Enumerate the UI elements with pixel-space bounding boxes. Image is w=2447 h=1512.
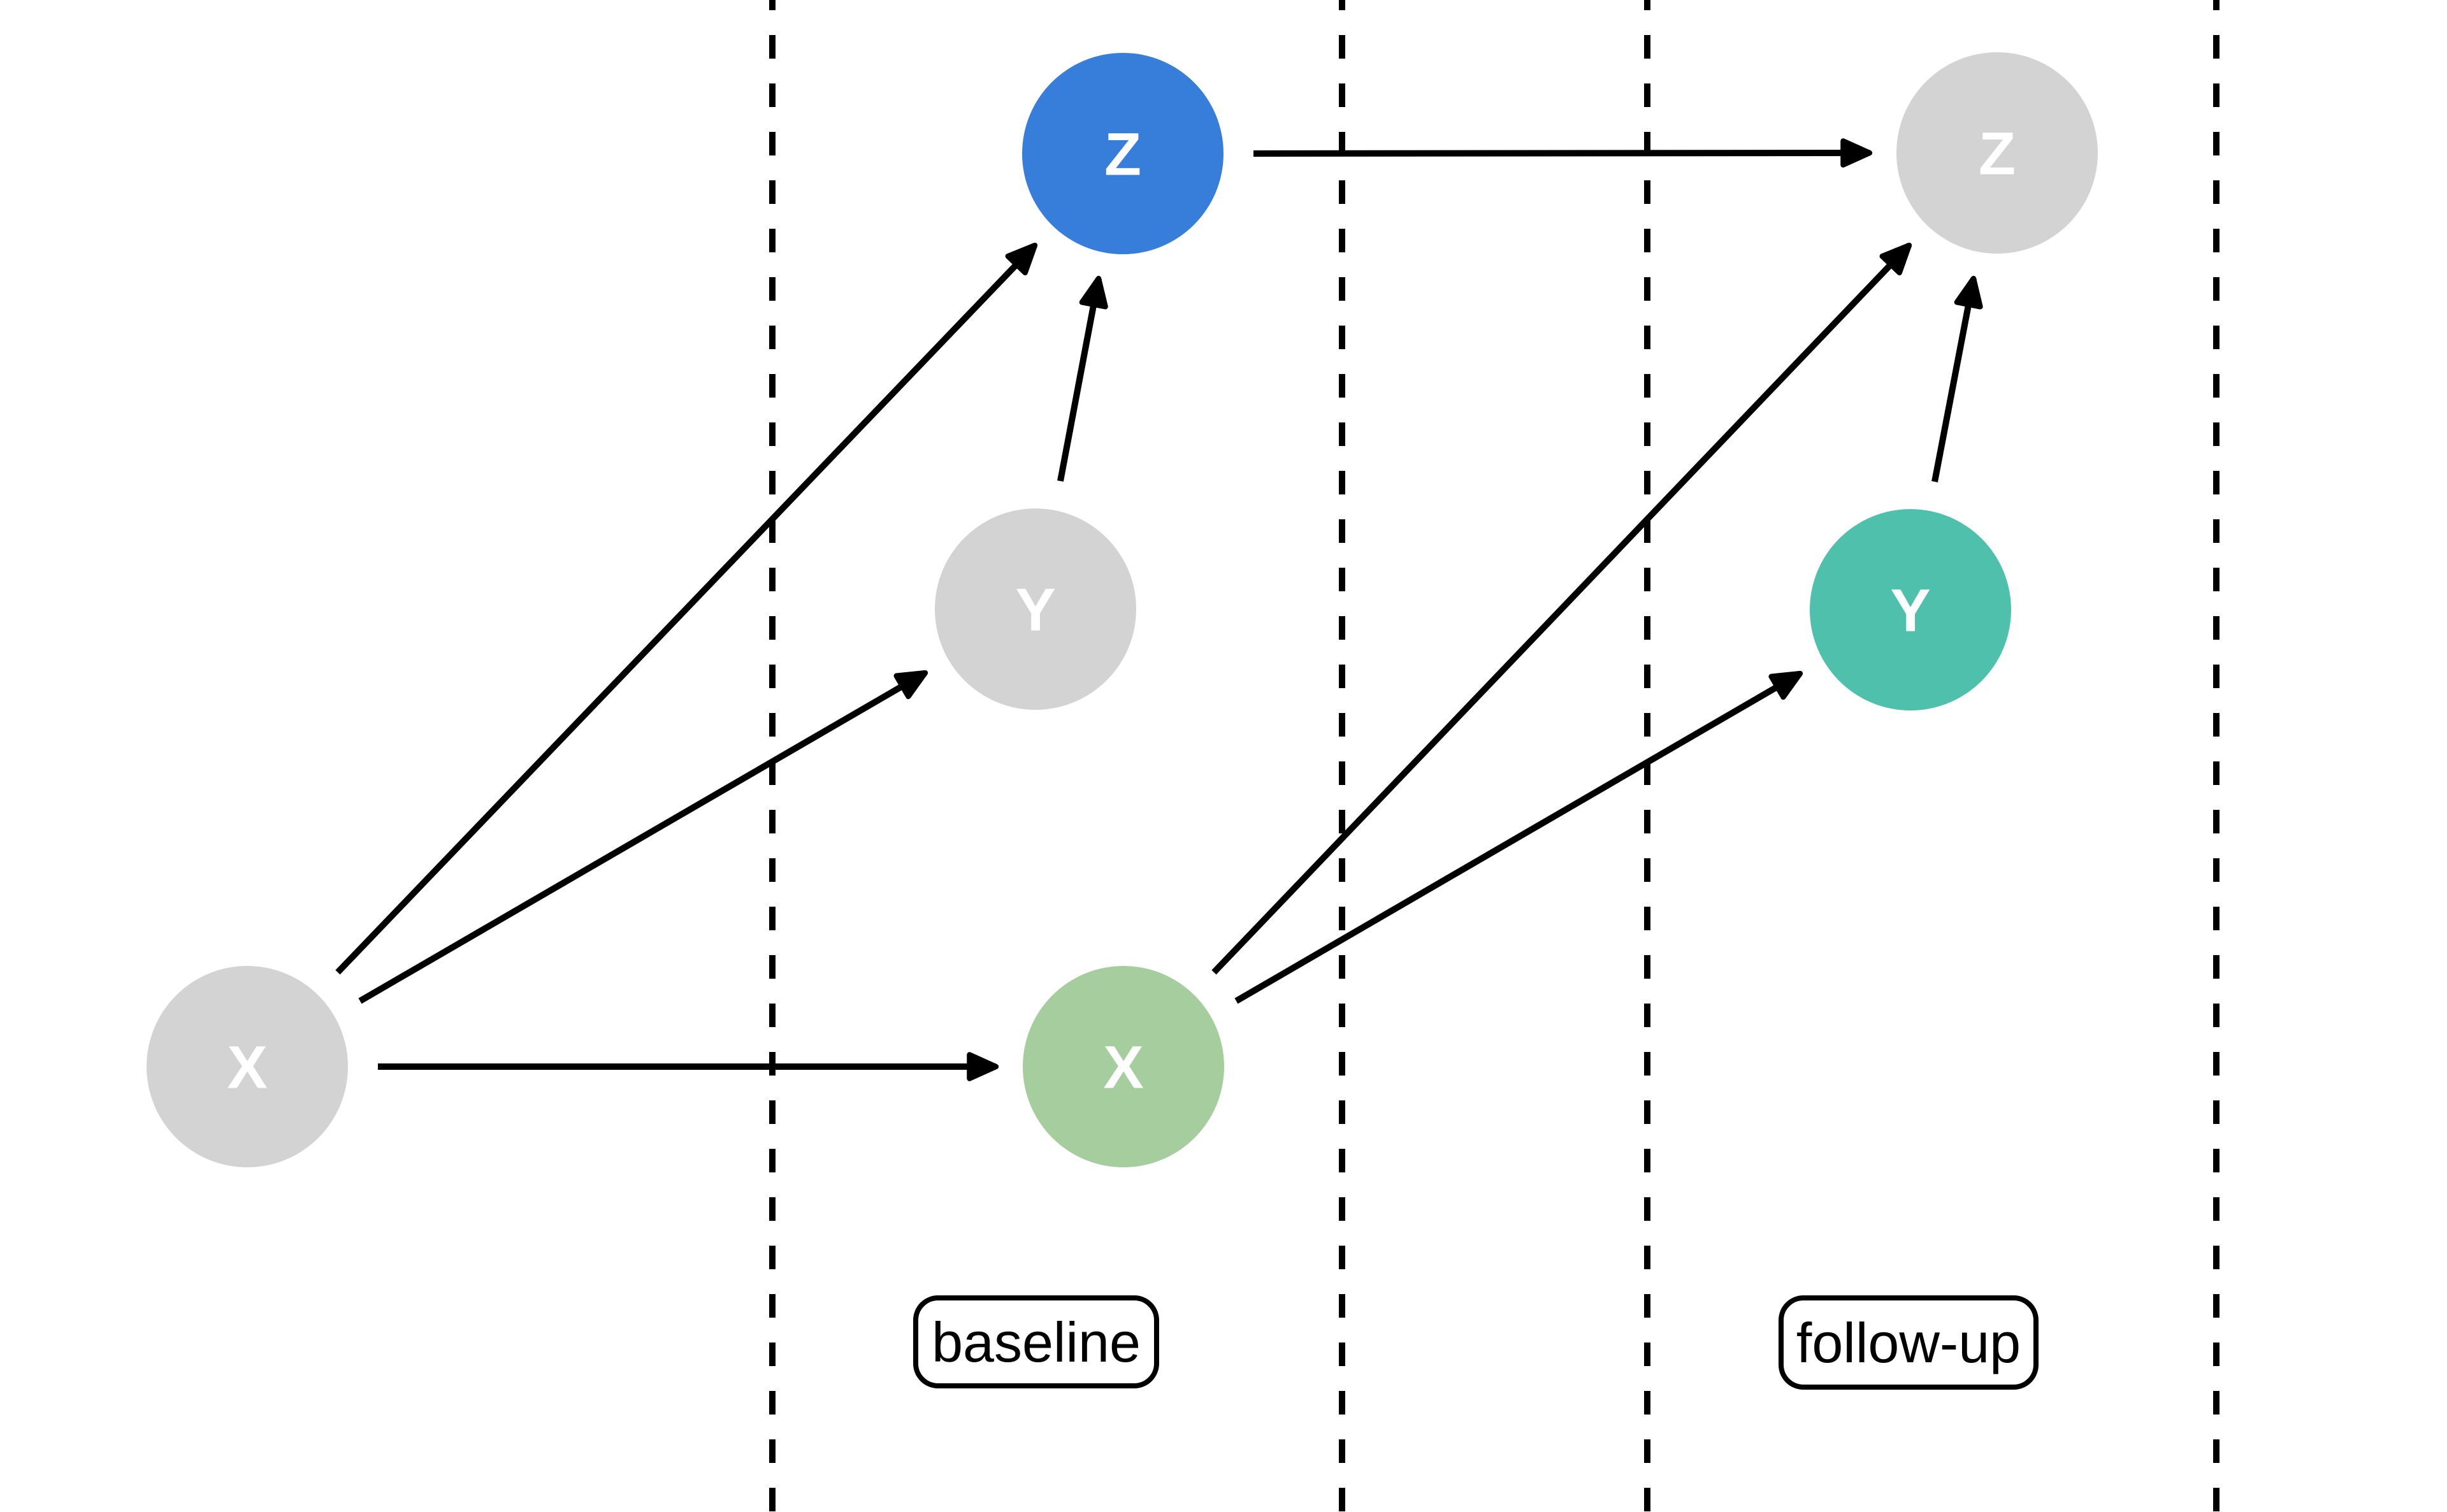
edge-x-baseline-to-y-followup <box>1234 670 1803 1004</box>
node-y-baseline-label: Y <box>1015 576 1055 644</box>
baseline-badge: baseline <box>913 1295 1159 1388</box>
edge-y-baseline-to-z-baseline <box>1057 275 1108 482</box>
timepoint-labels: baseline follow-up <box>913 1295 2039 1390</box>
baseline-badge-text: baseline <box>932 1311 1141 1374</box>
node-y-baseline-circle <box>935 508 1136 710</box>
edge-x-pre-to-y-baseline <box>358 670 928 1004</box>
node-x-pre-label: X <box>227 1033 267 1101</box>
edge-z-baseline-to-z-followup <box>1253 138 1873 168</box>
node-y-followup-circle <box>1810 509 2011 710</box>
node-y-followup: Y <box>1810 509 2011 710</box>
node-y-baseline: Y <box>935 508 1136 710</box>
time-dividers <box>769 0 2220 1512</box>
node-x-baseline-circle <box>1023 966 1224 1167</box>
edge-x-pre-to-z-baseline <box>335 242 1038 975</box>
followup-badge: follow-up <box>1779 1295 2039 1390</box>
node-z-baseline-label: Z <box>1104 120 1141 188</box>
node-z-baseline: Z <box>1022 53 1224 254</box>
dag-edges <box>335 138 1983 1081</box>
dag-nodes: X Z Y X Z Y <box>147 52 2098 1167</box>
baseline-badge-box <box>913 1295 1159 1388</box>
node-x-baseline: X <box>1023 966 1224 1167</box>
node-z-followup-label: Z <box>1979 120 2016 187</box>
followup-badge-text: follow-up <box>1796 1311 2021 1374</box>
node-x-baseline-label: X <box>1103 1033 1143 1101</box>
node-x-pre: X <box>147 966 348 1167</box>
node-z-followup-circle <box>1896 52 2098 254</box>
node-y-followup-label: Y <box>1890 577 1930 644</box>
node-z-followup: Z <box>1896 52 2098 254</box>
edge-y-followup-to-z-followup <box>1931 275 1983 482</box>
node-z-baseline-circle <box>1022 53 1224 254</box>
node-x-pre-circle <box>147 966 348 1167</box>
edge-x-baseline-to-z-followup <box>1211 242 1912 975</box>
followup-badge-box <box>1779 1295 2039 1390</box>
